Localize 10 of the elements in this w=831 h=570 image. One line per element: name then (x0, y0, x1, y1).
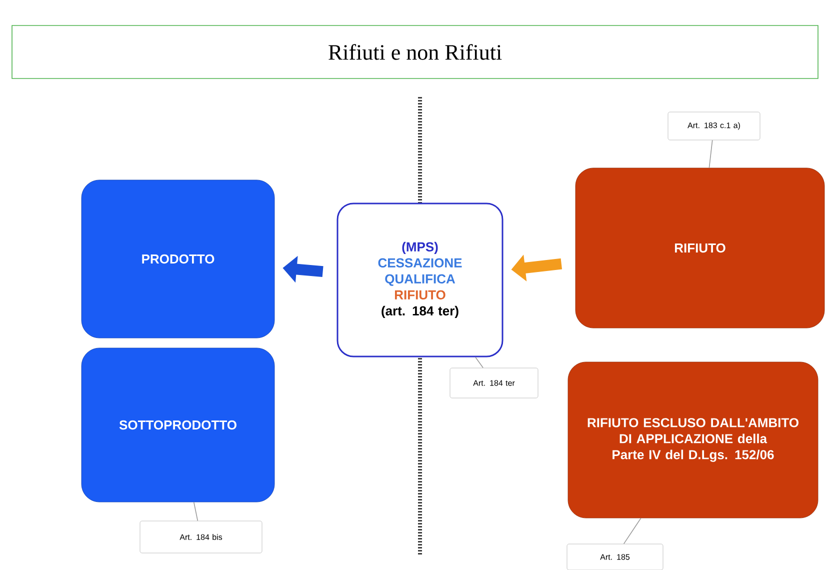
callout-box: Art. 185 (566, 544, 664, 570)
process-box: PRODOTTO (81, 180, 275, 338)
process-box: (MPS) CESSAZIONE QUALIFICA RIFIUTO (art. 184 ter) (336, 202, 504, 358)
callout-box: Art. 183 c.1 a) (668, 112, 760, 140)
process-box: RIFIUTO ESCLUSO DALL'AMBITO DI APPLICAZIONE della Parte IV del D.Lgs. 152/06 (568, 362, 818, 518)
callout-box: Art. 184 ter (450, 368, 538, 398)
title-box: Rifiuti e non Rifiuti (12, 25, 818, 79)
process-box: RIFIUTO (575, 168, 825, 328)
callout-box: Art. 184 bis (140, 520, 262, 554)
process-box: SOTTOPRODOTTO (81, 348, 275, 502)
